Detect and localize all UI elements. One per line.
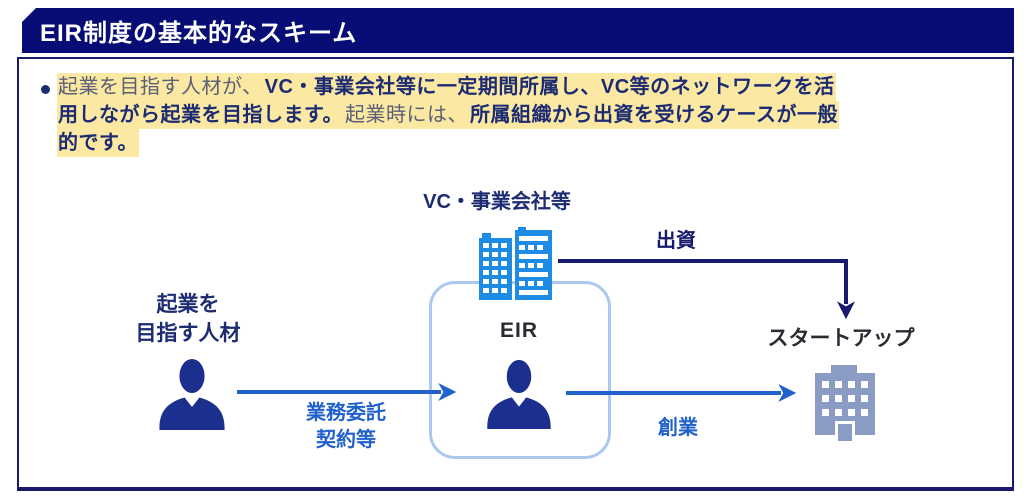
- office-building-icon: [815, 365, 875, 441]
- talent-label: 起業を 目指す人材: [136, 290, 241, 348]
- eir-label: EIR: [499, 319, 539, 342]
- intro-line: 的です。: [57, 129, 1007, 157]
- investment-arrow-label: 出資: [656, 230, 696, 252]
- intro-segment: 起業時には、: [344, 101, 469, 129]
- businessperson-icon: [487, 359, 551, 429]
- page-title: EIR制度の基本的なスキーム: [40, 20, 358, 47]
- intro-text: 起業を目指す人材が、VC・事業会社等に一定期間所属し、VC等のネットワークを活 …: [57, 73, 1007, 157]
- intro-segment-highlighted: VC・事業会社等に一定期間所属し、VC等のネットワークを活: [263, 73, 836, 101]
- talent-label-line1: 起業を: [156, 293, 220, 316]
- businessperson-icon: [159, 358, 225, 430]
- office-buildings-icon: [479, 227, 552, 300]
- intro-segment-highlighted: 所属組織から出資を受けるケースが一般: [469, 101, 839, 129]
- bullet-icon: [41, 85, 50, 94]
- intro-segment: 起業を目指す人材が、: [57, 73, 264, 101]
- contract-label-line2: 契約等: [316, 429, 376, 451]
- contract-arrow-label: 業務委託 契約等: [306, 400, 386, 454]
- talent-label-line2: 目指す人材: [135, 322, 241, 345]
- intro-line: 用しながら起業を目指します。起業時には、所属組織から出資を受けるケースが一般: [57, 101, 1007, 129]
- header-bar: EIR制度の基本的なスキーム: [22, 8, 1014, 53]
- intro-line: 起業を目指す人材が、VC・事業会社等に一定期間所属し、VC等のネットワークを活: [57, 73, 1007, 101]
- contract-label-line1: 業務委託: [306, 402, 386, 424]
- startup-label: スタートアップ: [767, 327, 915, 350]
- vc-company-label: VC・事業会社等: [423, 191, 571, 213]
- founding-arrow-label: 創業: [658, 417, 698, 439]
- intro-segment-highlighted: 的です。: [57, 129, 139, 157]
- intro-segment-highlighted: 用しながら起業を目指します。: [57, 101, 344, 129]
